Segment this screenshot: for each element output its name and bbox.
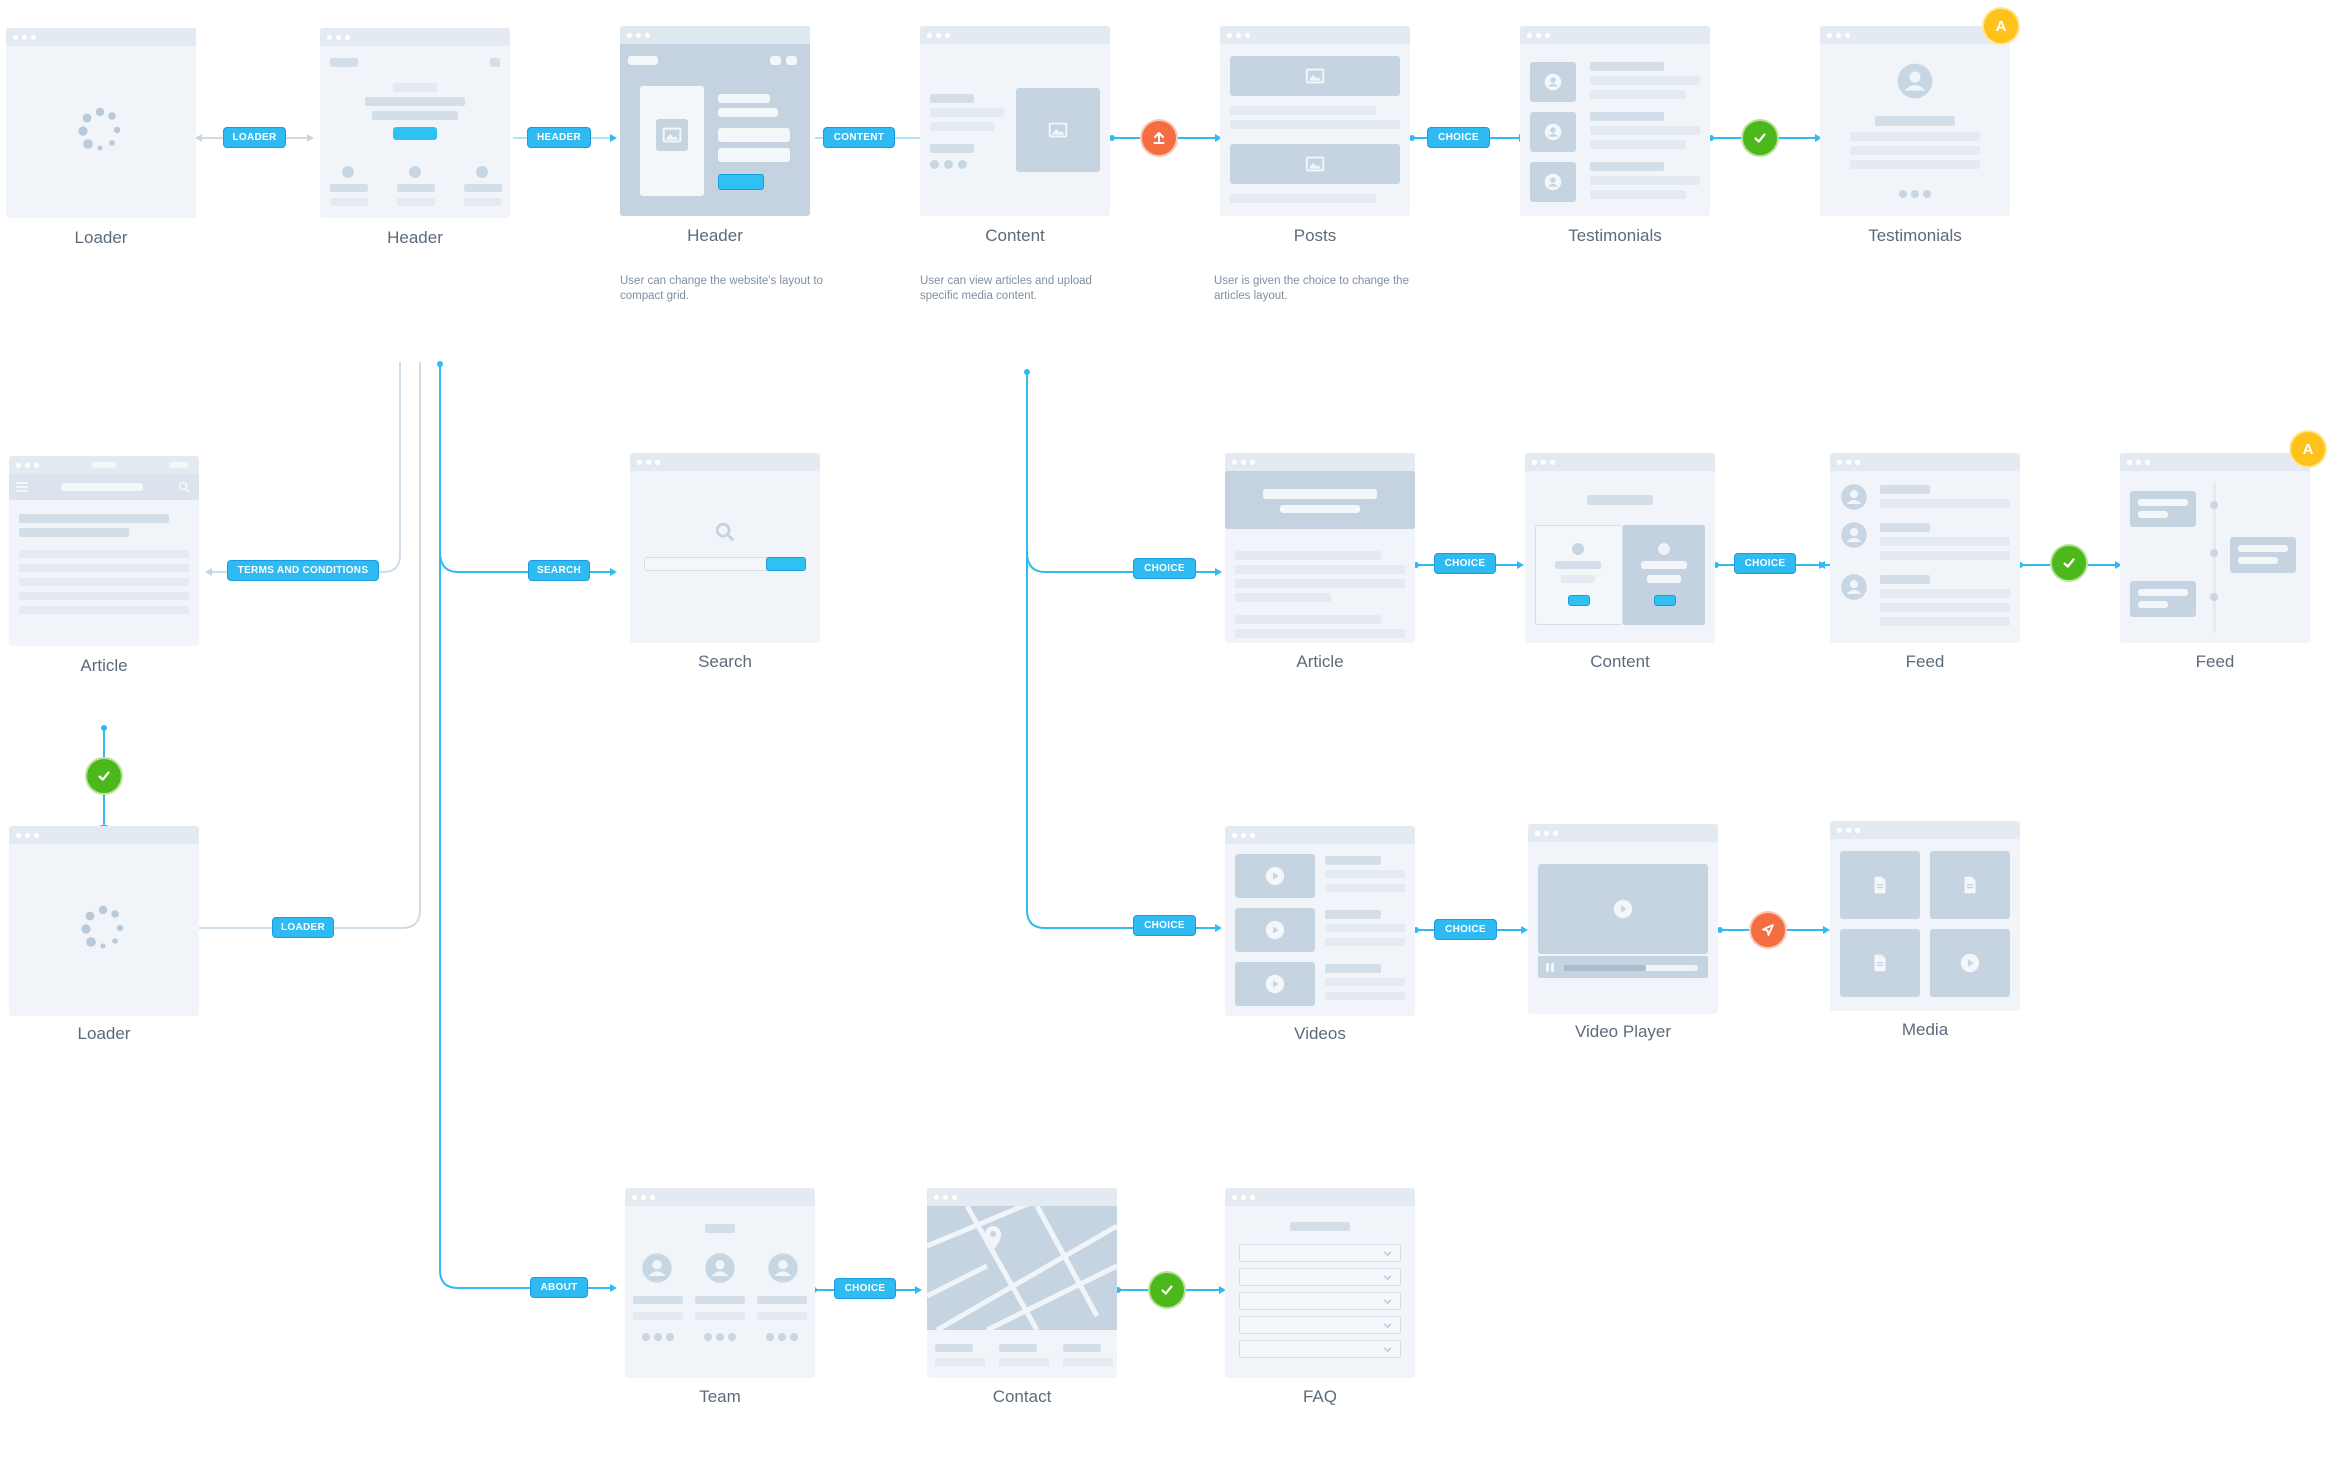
chevron-down-icon: [1383, 1299, 1392, 1304]
user-icon: [642, 1253, 672, 1283]
connector-about[interactable]: ABOUT: [530, 1277, 588, 1298]
screen-feed-1[interactable]: [1830, 453, 2020, 643]
image-icon: [1305, 68, 1325, 84]
user-icon: [1841, 484, 1867, 510]
screen-search[interactable]: [630, 453, 820, 643]
annotation-badge[interactable]: A: [2291, 432, 2325, 466]
play-icon: [1960, 953, 1980, 973]
document-icon: [1874, 876, 1886, 894]
annotation-badge[interactable]: A: [1984, 9, 2018, 43]
screen-note: User is given the choice to change the a…: [1214, 275, 1409, 302]
user-icon: [768, 1253, 798, 1283]
screen-label: Content: [985, 226, 1045, 245]
search-icon: [715, 522, 735, 542]
screen-feed-2[interactable]: [2120, 453, 2310, 643]
screen-article-left[interactable]: [9, 456, 199, 646]
connector-loader-left[interactable]: LOADER: [272, 917, 334, 938]
image-icon: [1048, 122, 1068, 138]
screen-article-mid[interactable]: [1225, 453, 1415, 643]
play-icon: [1265, 866, 1285, 886]
document-icon: [1874, 954, 1886, 972]
screen-faq[interactable]: [1225, 1188, 1415, 1378]
screen-header-2[interactable]: [620, 26, 810, 216]
connector-choice[interactable]: CHOICE: [1434, 919, 1497, 940]
play-icon: [1265, 974, 1285, 994]
user-icon: [1544, 123, 1562, 141]
connector-search[interactable]: SEARCH: [528, 560, 590, 581]
chevron-down-icon: [1383, 1323, 1392, 1328]
screen-testimonials-1[interactable]: [1520, 26, 1710, 216]
search-icon: [178, 481, 190, 493]
screen-label: Videos: [1294, 1024, 1346, 1043]
screen-label: Header: [387, 228, 443, 247]
screen-label: Video Player: [1574, 1022, 1672, 1041]
screen-loader-top[interactable]: [6, 28, 196, 218]
image-icon: [662, 127, 682, 143]
screen-label: Testimonials: [1868, 226, 1962, 245]
screen-label: Article: [1296, 652, 1344, 671]
user-icon: [1897, 63, 1933, 99]
connector-choice[interactable]: CHOICE: [1734, 553, 1796, 574]
menu-icon: [16, 482, 28, 492]
screen-label: Header: [687, 226, 743, 245]
chevron-down-icon: [1383, 1251, 1392, 1256]
loading-spinner-icon: [81, 905, 124, 949]
check-icon[interactable]: [87, 759, 121, 793]
connector-content[interactable]: CONTENT: [823, 127, 895, 148]
connector-loader[interactable]: LOADER: [223, 127, 286, 148]
screen-note: User can change the website's layout to …: [620, 275, 823, 302]
screen-content-top[interactable]: [920, 26, 1110, 216]
send-icon[interactable]: [1751, 913, 1785, 947]
upload-icon[interactable]: [1142, 121, 1176, 155]
check-icon[interactable]: [1150, 1273, 1184, 1307]
screen-label: Search: [698, 652, 752, 671]
screen-label: Team: [699, 1387, 741, 1406]
map: [927, 1206, 1117, 1330]
screen-media[interactable]: [1830, 821, 2020, 1011]
screen-note: User can view articles and upload specif…: [920, 275, 1092, 302]
chevron-down-icon: [1383, 1275, 1392, 1280]
connector-choice[interactable]: CHOICE: [1133, 915, 1196, 936]
screen-label: FAQ: [1302, 1387, 1337, 1406]
user-icon: [705, 1253, 735, 1283]
screen-posts[interactable]: [1220, 26, 1410, 216]
screen-label: Testimonials: [1568, 226, 1662, 245]
connector-choice[interactable]: CHOICE: [834, 1278, 896, 1299]
screen-team[interactable]: [625, 1188, 815, 1378]
user-icon: [1544, 73, 1562, 91]
screen-label: Media: [1901, 1020, 1949, 1039]
check-icon[interactable]: [2052, 546, 2086, 580]
screen-content-mid[interactable]: [1525, 453, 1715, 643]
loading-spinner-icon: [78, 107, 121, 151]
user-icon: [1544, 173, 1562, 191]
connector-terms[interactable]: TERMS AND CONDITIONS: [227, 560, 379, 581]
screen-label: Content: [1590, 652, 1650, 671]
chevron-down-icon: [1383, 1347, 1392, 1352]
screen-label: Article: [80, 656, 128, 675]
play-icon: [1265, 920, 1285, 940]
screen-label: Feed: [1905, 652, 1945, 671]
user-icon: [1841, 574, 1867, 600]
connector-choice[interactable]: CHOICE: [1427, 127, 1490, 148]
check-icon[interactable]: [1743, 121, 1777, 155]
user-icon: [1841, 522, 1867, 548]
screen-label: Loader: [77, 1024, 131, 1043]
screen-loader-left[interactable]: [9, 826, 199, 1016]
play-icon: [1613, 899, 1633, 919]
screen-label: Contact: [992, 1387, 1052, 1406]
screen-contact[interactable]: [927, 1188, 1117, 1378]
screen-label: Posts: [1293, 226, 1337, 245]
screen-label: Feed: [2195, 652, 2235, 671]
image-icon: [1305, 156, 1325, 172]
screen-testimonials-2[interactable]: [1820, 26, 2010, 216]
screen-header-1[interactable]: [320, 28, 510, 218]
screen-videos[interactable]: [1225, 826, 1415, 1016]
connector-choice[interactable]: CHOICE: [1434, 553, 1496, 574]
document-icon: [1964, 876, 1976, 894]
connector-header[interactable]: HEADER: [527, 127, 591, 148]
screen-label: Loader: [74, 228, 128, 247]
screen-video-player[interactable]: [1528, 824, 1718, 1014]
connector-choice[interactable]: CHOICE: [1133, 558, 1196, 579]
